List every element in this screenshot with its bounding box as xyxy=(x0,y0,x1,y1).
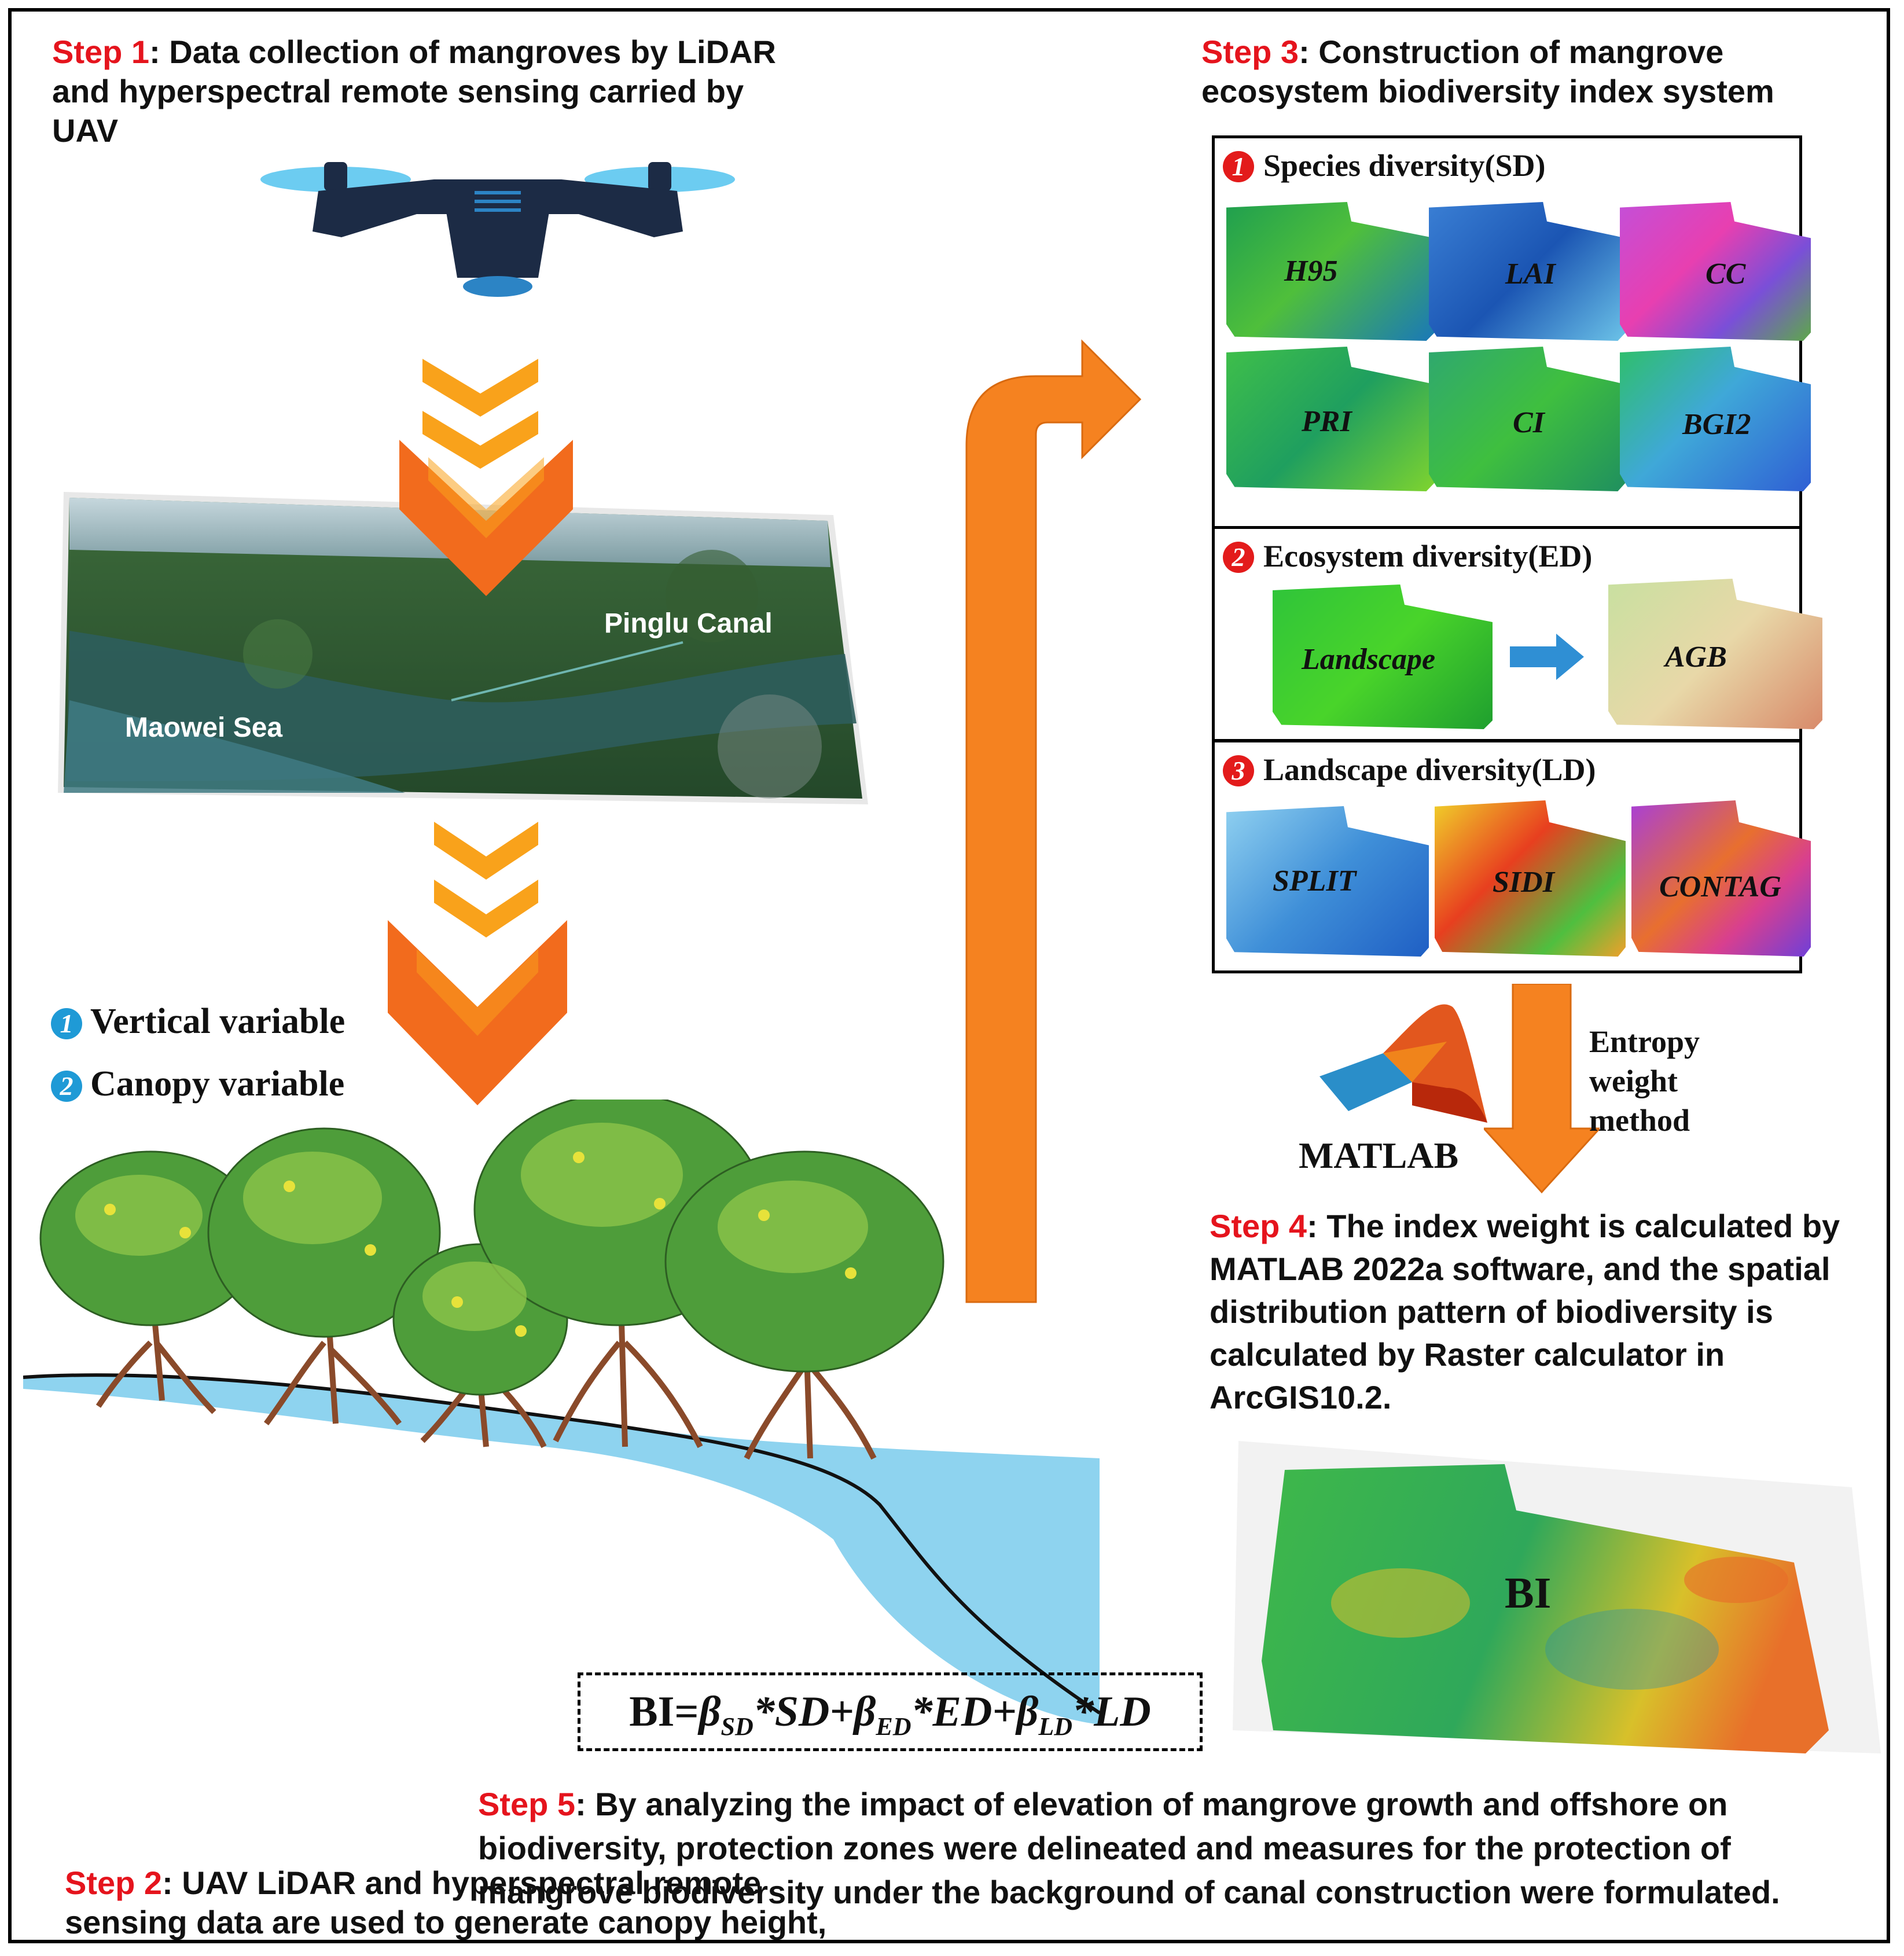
formula-term-1: *SD+ xyxy=(753,1688,854,1736)
step3-body: : Construction of mangrove ecosystem bio… xyxy=(1201,34,1774,109)
formula-sub-2: ED xyxy=(876,1712,911,1741)
flow-arrow-down xyxy=(1484,984,1600,1194)
formula-sub-1: SD xyxy=(721,1712,753,1741)
landscape-diversity-panel: 3 Landscape diversity(LD) SPLIT SIDI CON… xyxy=(1212,740,1811,973)
formula-term-3: *LD xyxy=(1072,1688,1151,1736)
arrow-right-icon xyxy=(1510,634,1584,680)
formula-beta-1: β xyxy=(699,1688,721,1736)
method-line-3: method xyxy=(1589,1103,1690,1138)
mangrove-illustration xyxy=(23,1100,1101,1725)
step2-body: : UAV LiDAR and hyperspectral remote sen… xyxy=(65,1865,827,1940)
formula-beta-3: β xyxy=(1016,1688,1039,1736)
ld-badge: 3 xyxy=(1223,755,1254,786)
sd-label-pri: PRI xyxy=(1302,405,1352,438)
sd-badge: 1 xyxy=(1223,151,1254,182)
ed-title: Ecosystem diversity(ED) xyxy=(1263,539,1593,573)
step1-body: : Data collection of mangroves by LiDAR … xyxy=(52,34,776,149)
ld-title: Landscape diversity(LD) xyxy=(1263,752,1596,787)
step3-label: Step 3 xyxy=(1201,34,1299,70)
uav-drone-icon xyxy=(260,162,735,297)
ed-label-agb: AGB xyxy=(1665,641,1727,674)
bi-formula: BI=βSD*SD+βED*ED+βLD*LD xyxy=(578,1672,1203,1751)
map-label-canal: Pinglu Canal xyxy=(604,608,773,639)
sd-label-cc: CC xyxy=(1705,258,1746,291)
step2-label: Step 2 xyxy=(65,1865,163,1901)
variable-badge-2: 2 xyxy=(51,1071,82,1102)
sd-label-lai: LAI xyxy=(1505,258,1556,291)
sd-label-h95: H95 xyxy=(1284,255,1338,288)
sd-label-bgi2: BGI2 xyxy=(1682,408,1751,441)
formula-sub-3: LD xyxy=(1038,1712,1073,1741)
big-chevron-down-icon xyxy=(399,440,573,596)
sd-title: Species diversity(SD) xyxy=(1263,148,1546,183)
species-diversity-panel: 1 Species diversity(SD) H95 LAI CC PRI C… xyxy=(1212,135,1811,529)
formula-beta-2: β xyxy=(854,1688,876,1736)
ed-badge: 2 xyxy=(1223,542,1254,573)
ld-label-split: SPLIT xyxy=(1273,865,1357,898)
variable-vertical: Vertical variable xyxy=(90,1002,345,1041)
ecosystem-diversity-panel: 2 Ecosystem diversity(ED) Landscape AGB xyxy=(1212,527,1822,742)
map-label-sea: Maowei Sea xyxy=(125,712,283,743)
study-area-map xyxy=(58,492,868,804)
bi-map-label: BI xyxy=(1505,1569,1552,1617)
step2-text: Step 2: UAV LiDAR and hyperspectral remo… xyxy=(65,1863,840,1940)
step4-label: Step 4 xyxy=(1210,1208,1307,1244)
step5-body: : By analyzing the impact of elevation o… xyxy=(478,1786,1780,1910)
entropy-weight-method: Entropy weight method xyxy=(1589,1022,1700,1140)
variable-badge-1: 1 xyxy=(51,1008,82,1039)
flow-arrow-up-right xyxy=(965,339,1142,1303)
matlab-logo-icon xyxy=(1319,1004,1487,1123)
bi-map xyxy=(1233,1441,1881,1753)
variable-canopy: Canopy variable xyxy=(90,1064,345,1104)
matlab-label: MATLAB xyxy=(1299,1135,1459,1176)
step3-text: Step 3: Construction of mangrove ecosyst… xyxy=(1201,32,1884,111)
step5-text: Step 5: By analyzing the impact of eleva… xyxy=(478,1782,1884,1914)
big-chevron-down-icon-2 xyxy=(388,920,567,1105)
chevron-down-icon-2 xyxy=(434,822,538,937)
figure-frame: Step 1: Data collection of mangroves by … xyxy=(8,8,1890,1943)
sd-label-ci: CI xyxy=(1513,406,1545,439)
step5-label: Step 5 xyxy=(478,1786,576,1822)
formula-term-2: *ED+ xyxy=(911,1688,1017,1736)
step4-body: : The index weight is calculated by MATL… xyxy=(1210,1208,1840,1415)
method-line-1: Entropy xyxy=(1589,1024,1700,1059)
step1-text: Step 1: Data collection of mangroves by … xyxy=(52,32,781,150)
ed-label-landscape: Landscape xyxy=(1302,643,1436,676)
ld-label-sidi: SIDI xyxy=(1493,866,1554,899)
method-line-2: weight xyxy=(1589,1064,1678,1098)
formula-lhs: BI= xyxy=(629,1688,699,1736)
chevron-down-icon xyxy=(422,359,538,469)
step4-text: Step 4: The index weight is calculated b… xyxy=(1210,1205,1887,1419)
ld-label-contag: CONTAG xyxy=(1659,870,1781,903)
step1-label: Step 1 xyxy=(52,34,150,70)
